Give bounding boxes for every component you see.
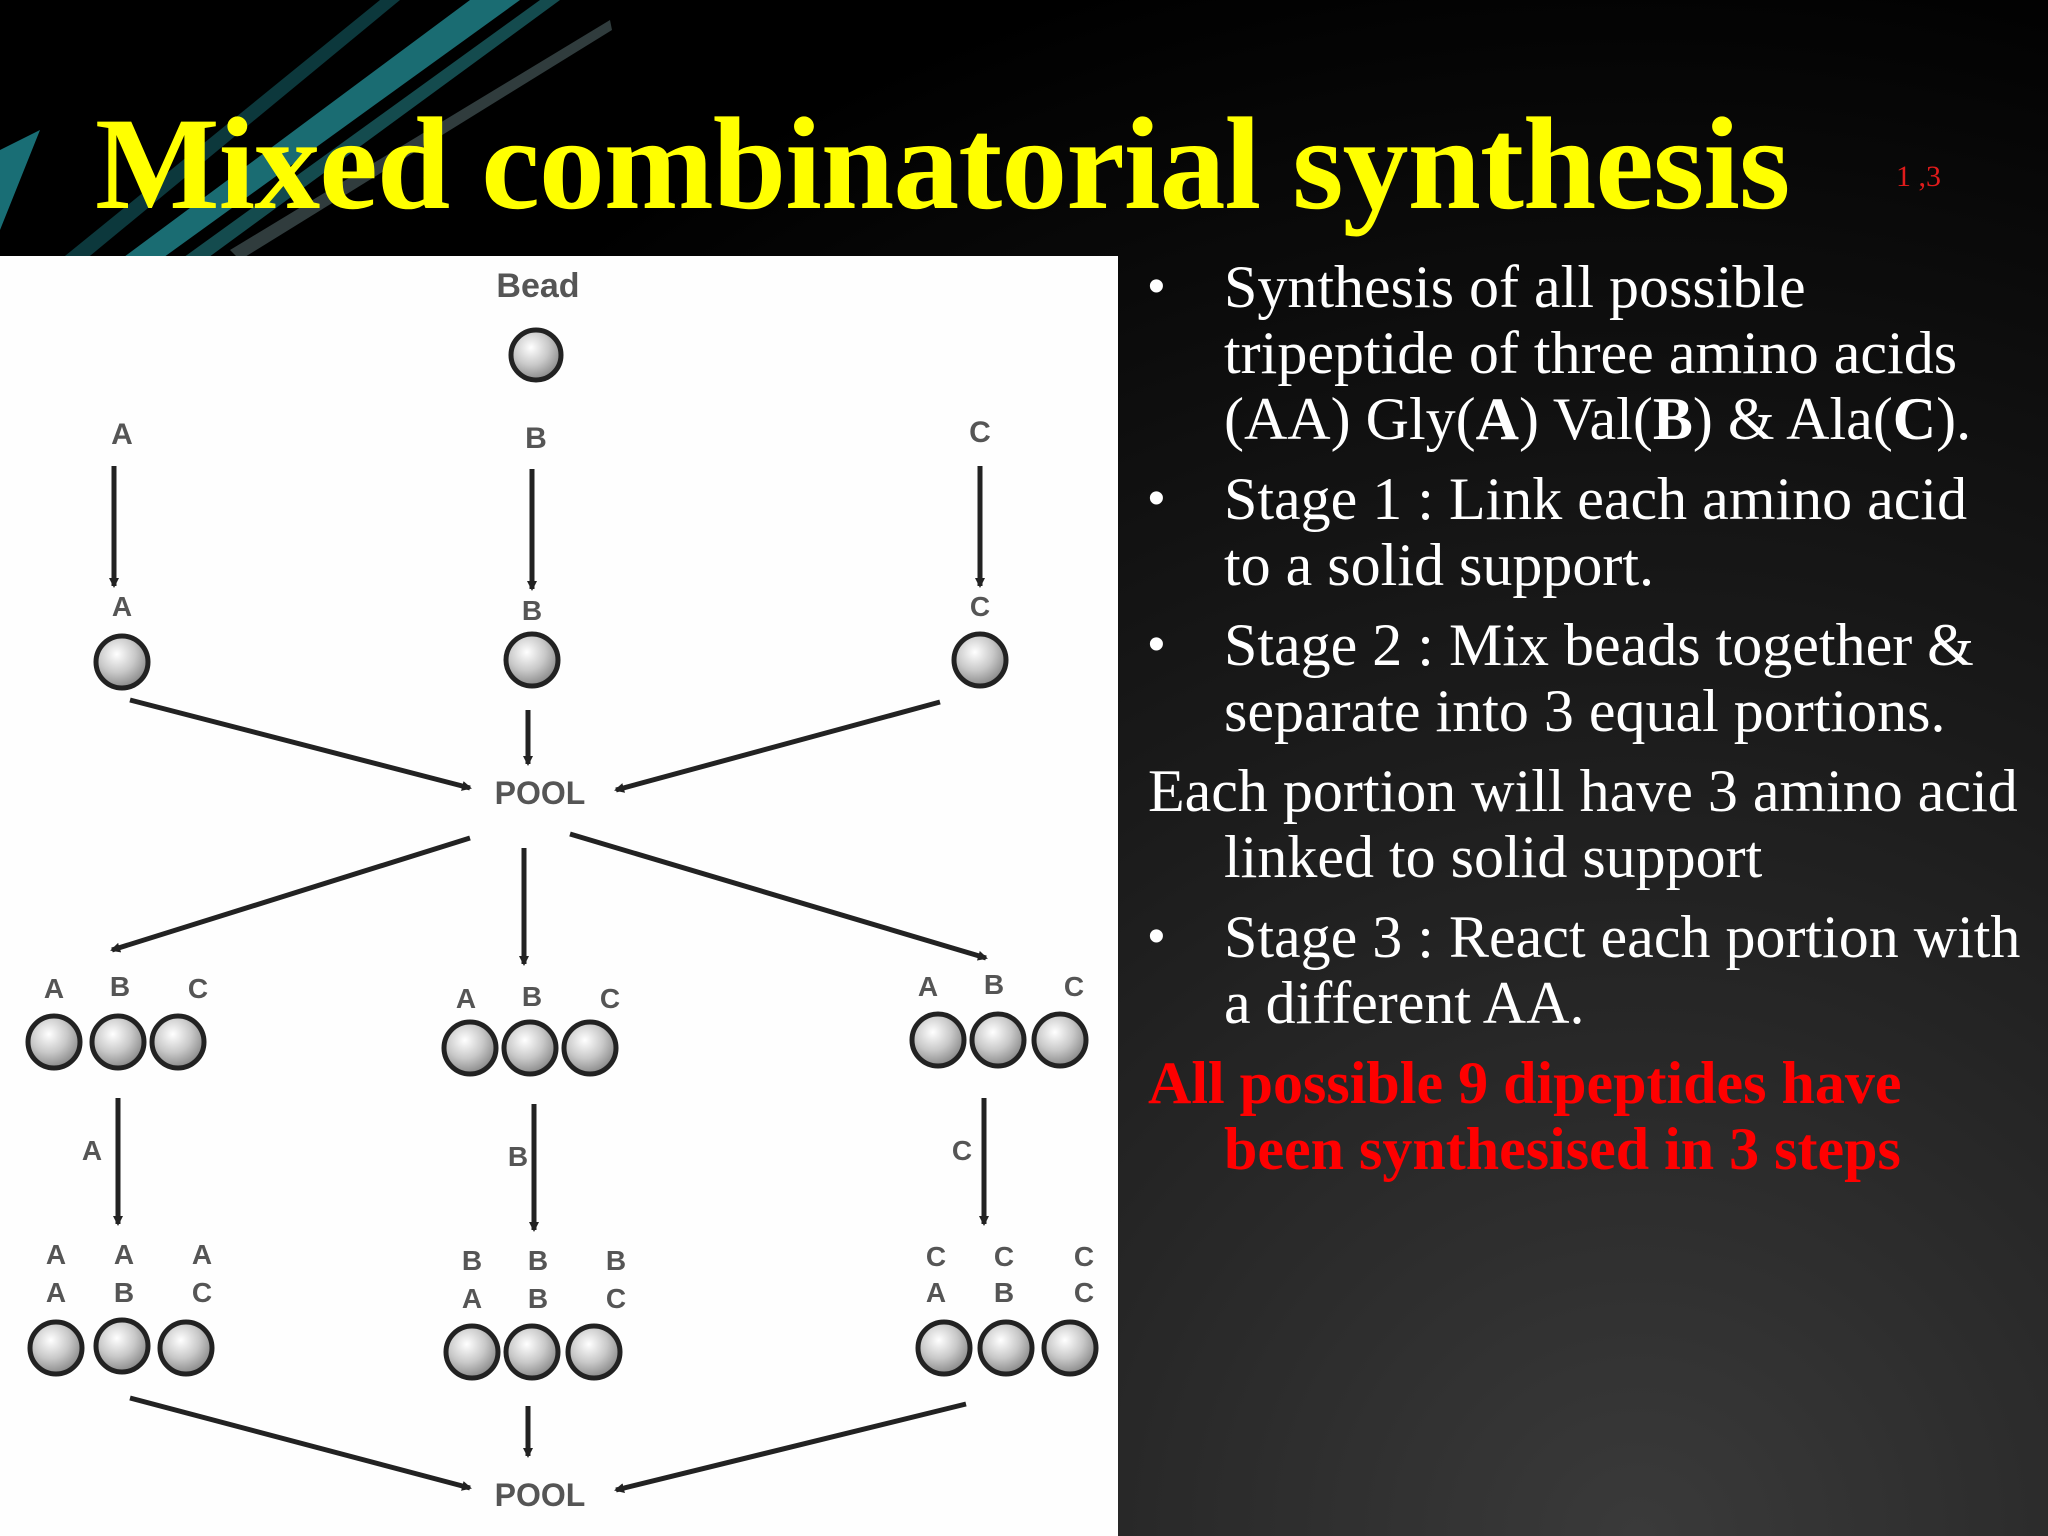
stage3-label-a: A [82, 1135, 102, 1166]
svg-text:C: C [994, 1241, 1014, 1272]
conclusion-text: All possible 9 dipeptides have been synt… [1148, 1050, 1902, 1182]
svg-text:A: A [926, 1277, 946, 1308]
svg-text:B: B [110, 971, 130, 1002]
bead-b [503, 631, 561, 689]
reagent-label-b: B [525, 422, 547, 455]
split-arrow-left [110, 835, 471, 953]
svg-text:A: A [918, 971, 938, 1002]
bead-label: Bead [496, 267, 579, 305]
reagent-label-a: A [111, 418, 133, 451]
bullet-marker: • [1148, 910, 1165, 963]
portion-note: Each portion will have 3 amino acid link… [1148, 758, 2018, 890]
bead-c [951, 631, 1009, 689]
svg-text:A: A [46, 1277, 66, 1308]
bullet-list: • Synthesis of all possible tripeptide o… [1148, 254, 2028, 1182]
bullet-marker: • [1148, 260, 1165, 313]
svg-text:C: C [192, 1277, 212, 1308]
svg-text:C: C [606, 1283, 626, 1314]
svg-text:C: C [600, 983, 620, 1014]
stage3-label-b: B [508, 1141, 528, 1172]
bullet-item-1: • Synthesis of all possible tripeptide o… [1148, 254, 1972, 452]
bullet-marker: • [1148, 472, 1165, 525]
pool-label-2: POOL [495, 1477, 586, 1513]
svg-text:B: B [528, 1245, 548, 1276]
bead-label-c1: C [970, 591, 990, 622]
bullet-marker: • [1148, 618, 1165, 671]
svg-text:A: A [192, 1239, 212, 1270]
pool-label-1: POOL [495, 775, 586, 811]
pool2-arrow-left [129, 1395, 472, 1491]
svg-text:B: B [984, 969, 1004, 1000]
svg-text:A: A [114, 1239, 134, 1270]
svg-text:A: A [46, 1239, 66, 1270]
combinatorial-synthesis-diagram: Bead A B C A B C POOL A B C [0, 256, 1118, 1536]
svg-text:C: C [926, 1241, 946, 1272]
dipeptides-center: B B B A B C [443, 1245, 626, 1381]
reagent-label-c: C [969, 416, 991, 449]
start-bead [508, 327, 564, 383]
bullet-item-2: • Stage 1 : Link each amino acid to a so… [1148, 466, 1968, 598]
pool2-arrow-right [614, 1401, 967, 1493]
svg-text:C: C [188, 973, 208, 1004]
bead-a [93, 633, 151, 691]
dipeptides-left: A A A A B C [27, 1239, 215, 1377]
bead-label-b1: B [522, 595, 542, 626]
pool1-arrow-left [129, 697, 472, 791]
svg-text:B: B [522, 981, 542, 1012]
slide-title: Mixed combinatorial synthesis [95, 90, 1790, 237]
svg-text:A: A [462, 1283, 482, 1314]
svg-text:A: A [44, 973, 64, 1004]
portion-center: A B C [441, 981, 620, 1077]
portion-right: A B C [909, 969, 1089, 1069]
svg-text:C: C [1074, 1277, 1094, 1308]
svg-text:B: B [994, 1277, 1014, 1308]
bullet-item-3: • Stage 2 : Mix beads together & separat… [1148, 612, 1974, 744]
split-arrow-right [569, 831, 988, 961]
svg-text:C: C [1064, 971, 1084, 1002]
portion-left: A B C [25, 971, 208, 1071]
dipeptides-right: C C C A B C [915, 1241, 1099, 1377]
title-reference: 1 ,3 [1896, 160, 1941, 193]
svg-text:A: A [456, 983, 476, 1014]
pool1-arrow-right [614, 699, 941, 793]
bullet-item-4: • Stage 3 : React each portion with a di… [1148, 904, 2021, 1036]
background-streaks [0, 0, 612, 260]
svg-text:B: B [606, 1245, 626, 1276]
svg-text:B: B [528, 1283, 548, 1314]
svg-text:B: B [114, 1277, 134, 1308]
stage3-label-c: C [952, 1135, 972, 1166]
svg-text:C: C [1074, 1241, 1094, 1272]
svg-text:B: B [462, 1245, 482, 1276]
bead-label-a1: A [112, 591, 132, 622]
